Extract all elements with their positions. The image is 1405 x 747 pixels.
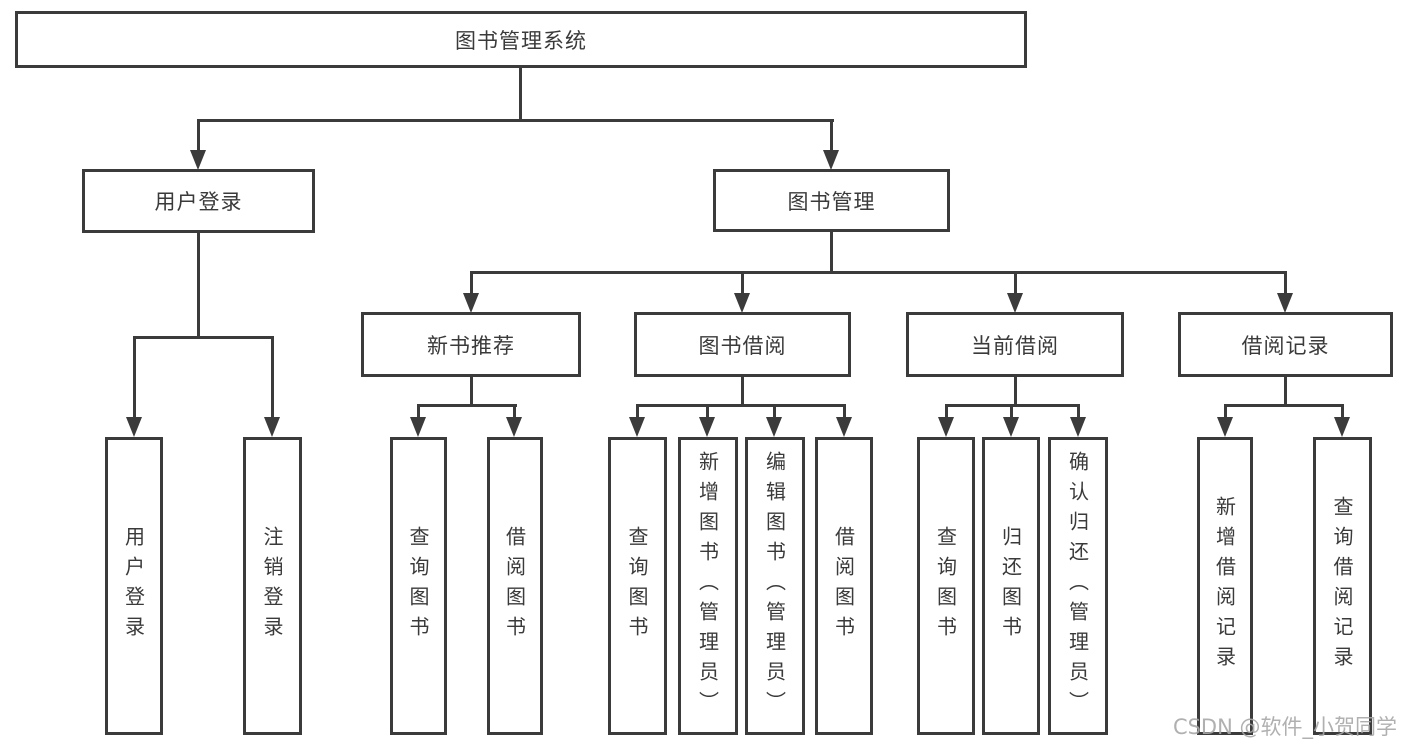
connector-drop	[636, 404, 639, 419]
node-label: 注销登录	[260, 526, 284, 646]
arrowhead-icon	[836, 417, 852, 437]
arrowhead-icon	[190, 150, 206, 170]
node-leaf-add-borrow-record: 新增借阅记录	[1197, 437, 1253, 735]
connector-new-book-trunk	[470, 377, 473, 406]
node-label: 用户登录	[121, 526, 146, 646]
node-borrowing-records: 借阅记录	[1178, 312, 1393, 377]
csdn-watermark: CSDN @软件_小贺同学	[1172, 715, 1397, 739]
node-label: 新书推荐	[427, 333, 515, 358]
connector-book-borrow-bus	[636, 404, 846, 407]
connector-drop-user-login	[197, 119, 200, 152]
connector-drop	[1010, 404, 1013, 419]
node-label: 查询借阅记录	[1330, 496, 1354, 676]
connector-user-login-bus	[133, 336, 274, 339]
node-leaf-edit-book-admin: 编辑图书（管理员）	[745, 437, 805, 735]
node-leaf-query-borrow-record: 查询借阅记录	[1313, 437, 1372, 735]
connector-current-borrow-trunk	[1014, 377, 1017, 406]
arrowhead-icon	[264, 417, 280, 437]
node-label: 借阅图书	[502, 526, 527, 646]
connector-drop-book-borrow	[741, 271, 744, 295]
arrowhead-icon	[1217, 417, 1233, 437]
connector-drop-logout-leaf	[271, 336, 274, 418]
connector-drop	[1077, 404, 1080, 419]
node-leaf-confirm-return-admin: 确认归还（管理员）	[1048, 437, 1108, 735]
connector-drop	[945, 404, 948, 419]
connector-drop	[843, 404, 846, 419]
connector-drop	[1224, 404, 1227, 419]
arrowhead-icon	[629, 417, 645, 437]
connector-root-bus	[197, 119, 834, 122]
node-leaf-query-books-newbook: 查询图书	[390, 437, 447, 735]
connector-borrow-records-trunk	[1284, 377, 1287, 406]
connector-drop	[417, 404, 420, 419]
arrowhead-icon	[463, 293, 479, 313]
arrowhead-icon	[1007, 293, 1023, 313]
node-label: 新增图书（管理员）	[695, 451, 720, 721]
connector-borrow-records-bus	[1224, 404, 1344, 407]
node-label: 借阅图书	[831, 526, 856, 646]
connector-book-management-bus	[470, 271, 1287, 274]
node-label: 图书管理系统	[455, 28, 587, 53]
connector-drop-current-borrow	[1014, 271, 1017, 295]
connector-drop	[706, 404, 709, 419]
node-label: 新增借阅记录	[1212, 496, 1237, 676]
node-leaf-query-books-current: 查询图书	[917, 437, 975, 735]
node-leaf-borrow-books-newbook: 借阅图书	[487, 437, 543, 735]
arrowhead-icon	[1070, 417, 1086, 437]
arrowhead-icon	[1334, 417, 1350, 437]
node-label: 查询图书	[625, 526, 649, 646]
arrowhead-icon	[734, 293, 750, 313]
node-label: 归还图书	[998, 526, 1023, 646]
connector-drop-borrow-records	[1284, 271, 1287, 295]
node-leaf-logout: 注销登录	[243, 437, 302, 735]
node-leaf-query-books-borrow: 查询图书	[608, 437, 667, 735]
arrowhead-icon	[938, 417, 954, 437]
connector-drop-login-leaf	[133, 336, 136, 418]
node-book-borrowing: 图书借阅	[634, 312, 851, 377]
arrowhead-icon	[1003, 417, 1019, 437]
node-book-management: 图书管理	[713, 169, 950, 232]
node-label: 确认归还（管理员）	[1065, 451, 1090, 721]
arrowhead-icon	[766, 417, 782, 437]
connector-drop	[1341, 404, 1344, 419]
arrowhead-icon	[699, 417, 715, 437]
arrowhead-icon	[823, 150, 839, 170]
connector-root-trunk	[519, 68, 522, 122]
connector-book-borrow-trunk	[741, 377, 744, 406]
connector-drop	[773, 404, 776, 419]
node-label: 用户登录	[154, 190, 243, 214]
connector-drop-new-book	[470, 271, 473, 295]
node-leaf-return-books: 归还图书	[982, 437, 1040, 735]
node-label: 图书借阅	[698, 333, 787, 358]
node-label: 当前借阅	[971, 333, 1059, 358]
node-label: 借阅记录	[1241, 333, 1330, 358]
connector-drop-book-management	[830, 119, 833, 152]
arrowhead-icon	[506, 417, 522, 437]
arrowhead-icon	[1277, 293, 1293, 313]
connector-drop	[513, 404, 516, 419]
node-current-borrowing: 当前借阅	[906, 312, 1124, 377]
node-label: 编辑图书（管理员）	[762, 451, 787, 721]
node-label: 查询图书	[933, 526, 958, 646]
node-user-login: 用户登录	[82, 169, 315, 233]
node-new-book-recommend: 新书推荐	[361, 312, 581, 377]
node-label: 图书管理	[787, 189, 876, 214]
node-leaf-user-login: 用户登录	[105, 437, 163, 735]
connector-user-login-trunk	[197, 233, 200, 338]
arrowhead-icon	[126, 417, 142, 437]
connector-book-management-trunk	[830, 232, 833, 273]
arrowhead-icon	[410, 417, 426, 437]
connector-new-book-bus	[417, 404, 517, 407]
node-library-system: 图书管理系统	[15, 11, 1027, 68]
node-leaf-borrow-books: 借阅图书	[815, 437, 873, 735]
node-leaf-add-book-admin: 新增图书（管理员）	[678, 437, 738, 735]
node-label: 查询图书	[406, 526, 430, 646]
